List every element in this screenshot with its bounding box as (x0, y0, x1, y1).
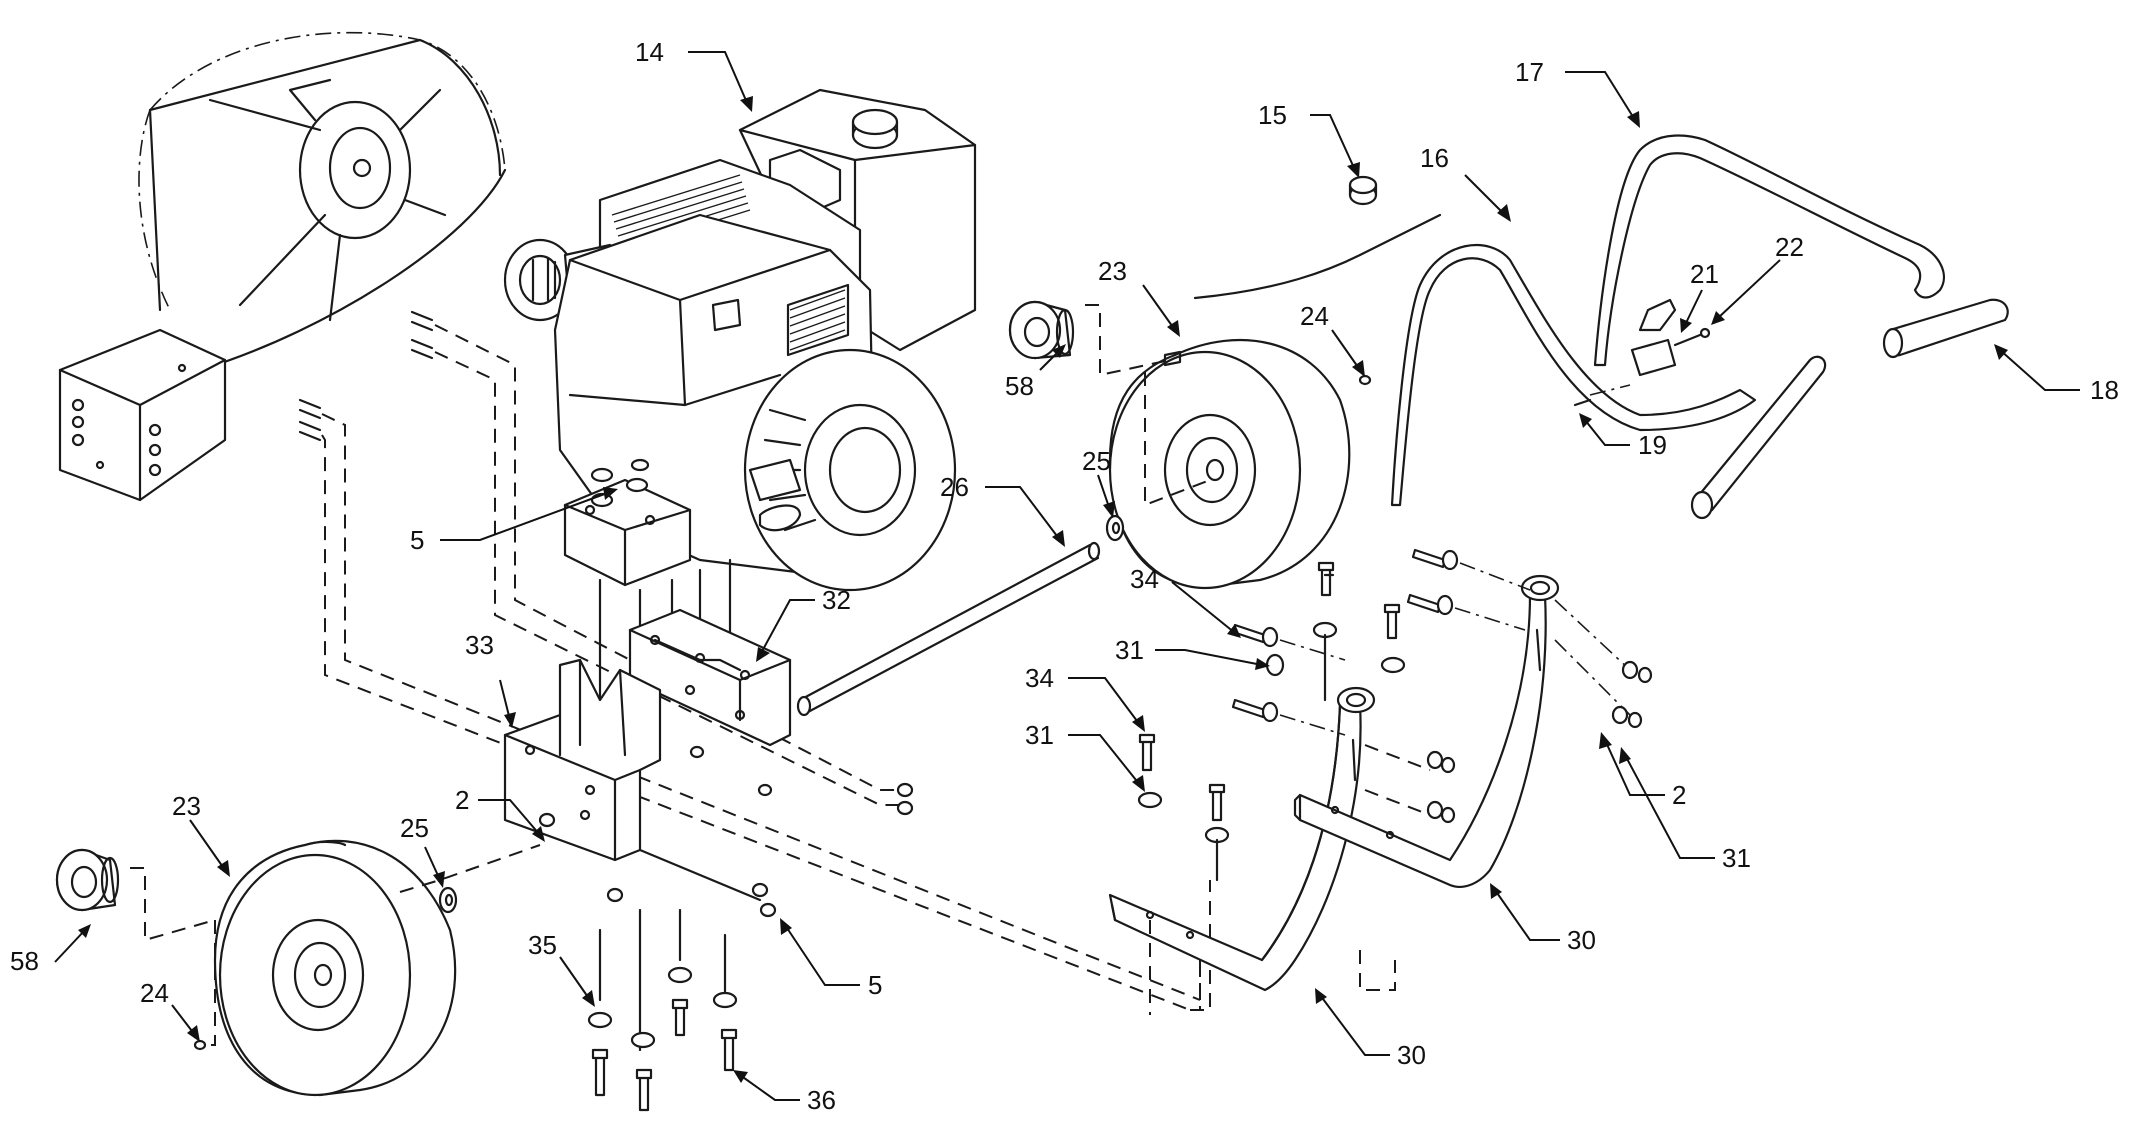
callout-36: 36 (807, 1085, 836, 1115)
callout-23-right: 23 (1098, 256, 1127, 286)
callout-30-bottom: 30 (1397, 1040, 1426, 1070)
callout-30-right: 30 (1567, 925, 1596, 955)
callout-31-top: 31 (1115, 635, 1144, 665)
callout-24-left: 24 (140, 978, 169, 1008)
callout-26: 26 (940, 472, 969, 502)
knob-15 (1348, 175, 1378, 206)
engine-mount-bracket-32 (628, 608, 792, 747)
callout-5-bottom: 5 (868, 970, 882, 1000)
callout-25-left: 25 (400, 813, 429, 843)
shroud-grille (786, 283, 850, 357)
callout-24-right: 24 (1300, 301, 1329, 331)
callout-34-top: 34 (1130, 564, 1159, 594)
callout-15: 15 (1258, 100, 1287, 130)
callout-14: 14 (635, 37, 664, 67)
callout-35: 35 (528, 930, 557, 960)
right-wheel-washer (1105, 514, 1125, 542)
left-wheel-washer (438, 886, 458, 914)
left-wheel-bearing (55, 848, 120, 912)
callout-34-lower: 34 (1025, 663, 1054, 693)
callout-5-top: 5 (410, 525, 424, 555)
housing-studs (298, 310, 434, 442)
callout-23-left: 23 (172, 791, 201, 821)
recoil-starter (743, 348, 957, 592)
callout-2-right: 2 (1672, 780, 1686, 810)
right-wheel (1108, 338, 1351, 590)
discharge-chute (58, 328, 227, 502)
alignment-dashes (321, 324, 1211, 1011)
handle-grips (1690, 298, 2009, 520)
engine (503, 88, 977, 592)
blower-housing (58, 31, 507, 502)
callout-2-left: 2 (455, 785, 469, 815)
right-wheel-bearing (1008, 300, 1075, 360)
right-push-cap (1358, 374, 1372, 386)
callout-58-left: 58 (10, 946, 39, 976)
callout-22: 22 (1775, 232, 1804, 262)
mounting-bolts (587, 908, 738, 1112)
frame-bracket-33 (503, 658, 662, 862)
handle-frame-left (1108, 686, 1376, 992)
callout-19: 19 (1638, 430, 1667, 460)
fan-impeller (208, 78, 447, 322)
callout-17: 17 (1515, 57, 1544, 87)
handle-frame-right (1293, 574, 1560, 888)
leader-lines (54, 51, 2080, 1101)
callout-58-right: 58 (1005, 371, 1034, 401)
lower-handle-16 (1390, 243, 1757, 507)
callout-16: 16 (1420, 143, 1449, 173)
throttle-control (1573, 298, 1711, 407)
fork-fasteners (1137, 548, 1653, 882)
callout-25-right: 25 (1082, 446, 1111, 476)
left-push-cap (193, 1039, 207, 1051)
fasteners-lower (538, 745, 914, 918)
callout-18: 18 (2090, 375, 2119, 405)
axle-rod (796, 541, 1101, 717)
callout-33: 33 (465, 630, 494, 660)
left-wheel (213, 839, 457, 1097)
callout-31-right: 31 (1722, 843, 1751, 873)
upper-handle-17 (1593, 134, 1946, 367)
callout-31-lower: 31 (1025, 720, 1054, 750)
engine-washers (590, 458, 650, 508)
callout-21: 21 (1690, 259, 1719, 289)
callout-labels: 14 15 16 17 18 19 21 22 23 24 58 25 26 5… (10, 37, 2119, 1115)
callout-32: 32 (822, 585, 851, 615)
